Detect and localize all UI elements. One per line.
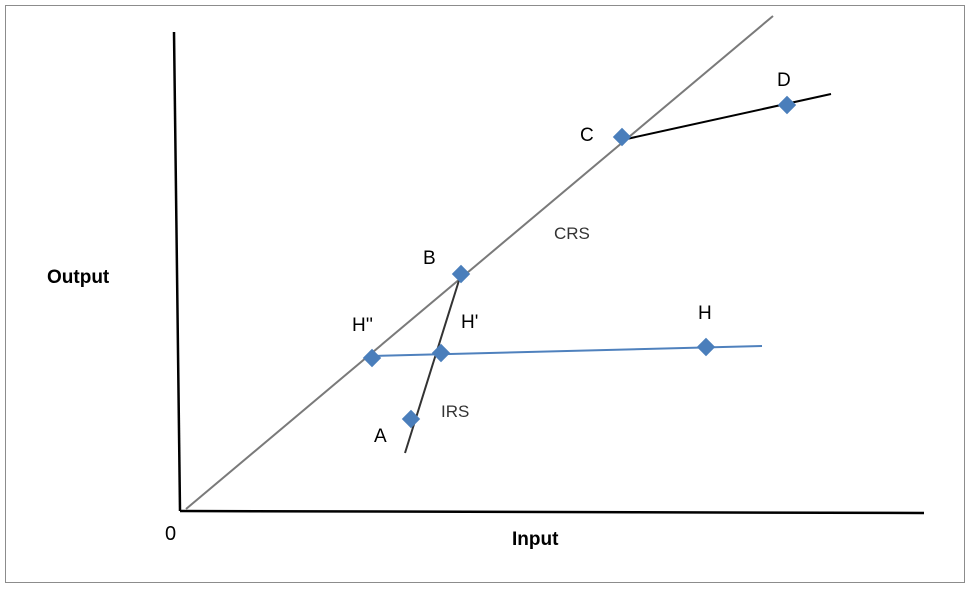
point-d-marker — [777, 95, 797, 115]
crs-label: CRS — [554, 224, 590, 243]
origin-label: 0 — [165, 523, 176, 545]
frame-border — [5, 5, 965, 583]
point-c-marker — [612, 127, 632, 147]
irs-label: IRS — [441, 402, 469, 421]
x-axis-title: Input — [512, 529, 559, 550]
point-h-prime-label: H' — [461, 312, 478, 333]
y-axis-title: Output — [47, 267, 110, 288]
point-h-label: H — [698, 303, 712, 324]
point-b-marker — [451, 264, 471, 284]
point-h-double-prime-marker — [362, 348, 382, 368]
crs-line — [185, 15, 774, 510]
point-h-double-prime-label: H'' — [352, 315, 373, 336]
x-axis — [179, 509, 925, 515]
point-h-prime-marker — [431, 343, 451, 363]
point-a-marker — [401, 409, 421, 429]
cd-segment — [621, 93, 832, 141]
point-h-marker — [696, 337, 716, 357]
point-a-label: A — [374, 426, 387, 447]
point-b-label: B — [423, 248, 436, 269]
point-d-label: D — [777, 70, 791, 91]
point-c-label: C — [580, 125, 594, 146]
y-axis — [172, 31, 182, 512]
